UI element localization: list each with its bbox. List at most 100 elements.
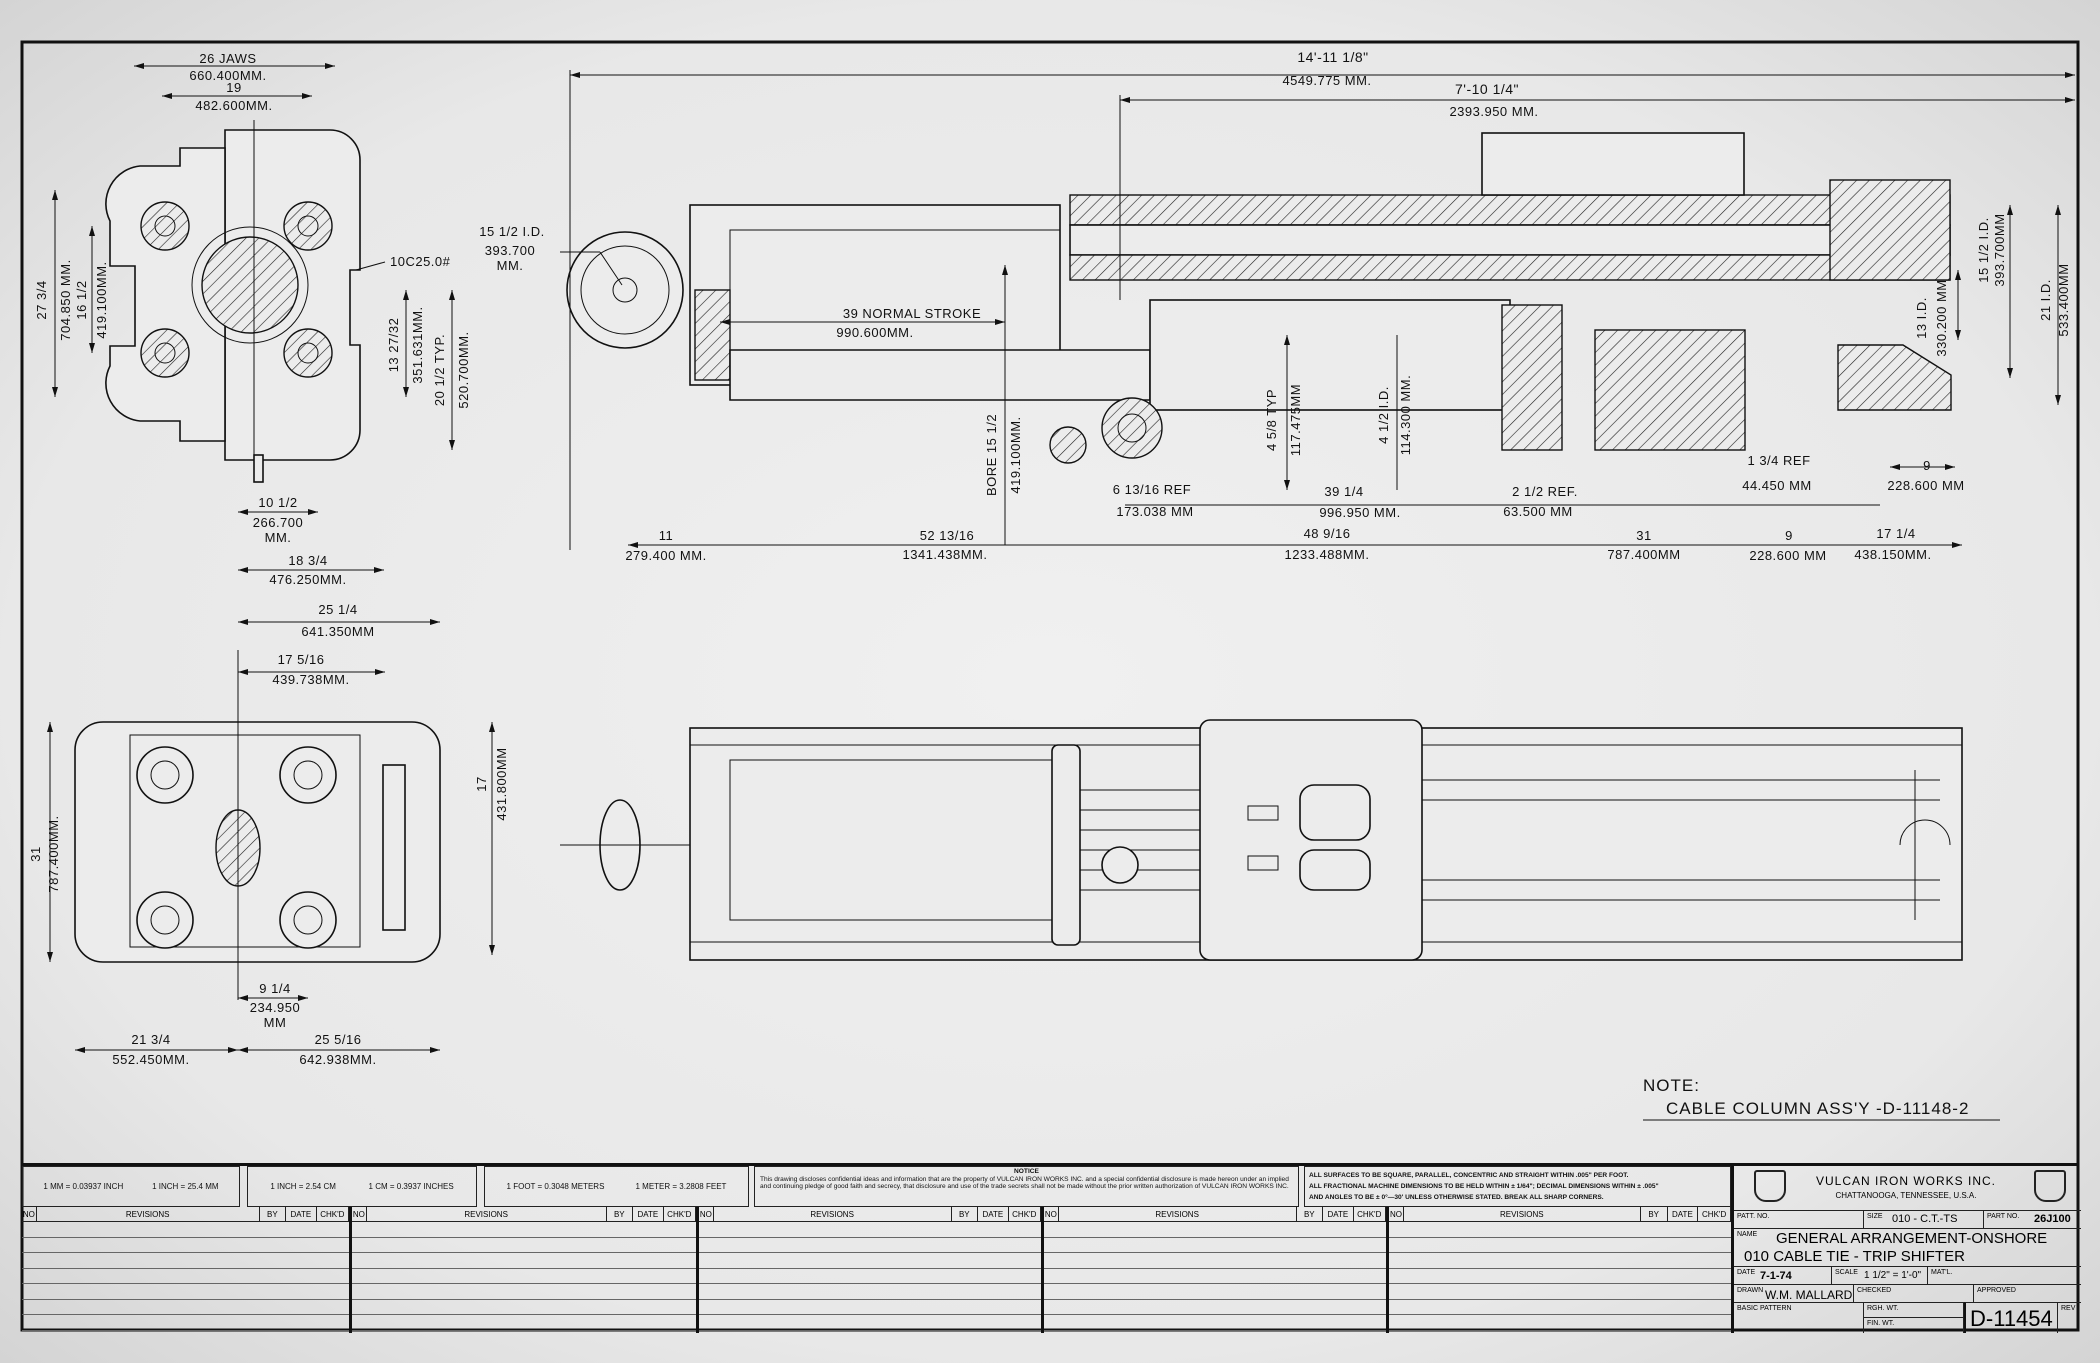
name-field: NAME GENERAL ARRANGEMENT-ONSHORE 010 CAB… <box>1734 1228 2081 1266</box>
tolerance-notes: ALL SURFACES TO BE SQUARE, PARALLEL, CON… <box>1304 1166 1731 1207</box>
dim-label: 16 1/2 <box>74 280 89 319</box>
dim-label: 10C25.0# <box>390 254 451 269</box>
dim-label: 117.475MM <box>1288 384 1303 456</box>
drawn-value: W.M. MALLARD <box>1765 1288 1853 1302</box>
col-no: NO <box>1389 1207 1404 1221</box>
scale-field: SCALE 1 1/2" = 1'-0" <box>1832 1266 1928 1284</box>
col-chkd: CHK'D <box>1698 1207 1731 1221</box>
conversion-text: 1 FOOT = 0.3048 METERS <box>506 1182 605 1191</box>
conversion-box: 1 MM = 0.03937 INCH 1 INCH = 25.4 MM <box>22 1166 240 1207</box>
dim-label: 19 <box>226 80 241 95</box>
notice-title: NOTICE <box>1014 1168 1039 1175</box>
material-field: MAT'L. <box>1928 1266 2081 1284</box>
dim-label: 14'-11 1/8" <box>1297 49 1368 65</box>
col-no: NO <box>352 1207 367 1221</box>
dim-label: 1 3/4 REF <box>1747 453 1810 468</box>
end-view: 26 JAWS 660.400MM. 19 482.600MM. 27 3/4 … <box>34 51 471 587</box>
rev-field: REV <box>2058 1302 2081 1333</box>
dim-label: 393.700 <box>485 243 536 258</box>
col-by: BY <box>952 1207 979 1221</box>
dim-label: 173.038 MM <box>1116 504 1193 519</box>
scale-label: SCALE <box>1835 1269 1858 1276</box>
dim-label: 2 1/2 REF. <box>1512 484 1578 499</box>
approved-field: APPROVED <box>1974 1284 2081 1302</box>
size-value: 010 - C.T.-TS <box>1892 1213 1958 1225</box>
part-no-label: PART NO. <box>1987 1213 2020 1220</box>
material-label: MAT'L. <box>1931 1269 1953 1276</box>
conversion-box: 1 INCH = 2.54 CM 1 CM = 0.3937 INCHES <box>247 1166 477 1207</box>
col-revisions: REVISIONS <box>367 1207 607 1221</box>
dim-label: 279.400 MM. <box>625 548 706 563</box>
dim-label: 520.700MM. <box>456 331 471 408</box>
conversion-text: 1 MM = 0.03937 INCH <box>43 1182 124 1191</box>
dim-label: 482.600MM. <box>195 98 272 113</box>
col-by: BY <box>260 1207 287 1221</box>
col-date: DATE <box>1323 1207 1354 1221</box>
part-no-value: 26J100 <box>2034 1213 2071 1225</box>
rgh-wt-field: RGH. WT. <box>1864 1302 1964 1317</box>
dim-label: MM. <box>497 258 524 273</box>
conversion-text: 1 INCH = 2.54 CM <box>270 1182 336 1191</box>
sheave-circles <box>136 746 337 949</box>
notice-box: NOTICE This drawing discloses confidenti… <box>754 1166 1299 1207</box>
col-chkd: CHK'D <box>317 1207 350 1221</box>
col-date: DATE <box>1668 1207 1699 1221</box>
dim-label: 330.200 MM <box>1934 279 1949 356</box>
drawn-label: DRAWN <box>1737 1287 1764 1294</box>
col-no: NO <box>22 1207 37 1221</box>
dim-label: 704.850 MM. <box>58 259 73 340</box>
dim-label: 641.350MM <box>301 624 374 639</box>
revisions-table: NO REVISIONS BY DATE CHK'D <box>699 1207 1044 1333</box>
checked-field: CHECKED <box>1854 1284 1974 1302</box>
title-block: VULCAN IRON WORKS INC. CHATTANOOGA, TENN… <box>1731 1166 2081 1333</box>
col-date: DATE <box>978 1207 1009 1221</box>
checked-label: CHECKED <box>1857 1287 1892 1294</box>
revisions-table: NO REVISIONS BY DATE CHK'D <box>352 1207 699 1333</box>
dim-label: 31 <box>1636 528 1651 543</box>
dim-label: 228.600 MM <box>1887 478 1964 493</box>
tolerance-line: AND ANGLES TO BE ± 0°—30' UNLESS OTHERWI… <box>1309 1194 1604 1201</box>
rgh-wt-label: RGH. WT. <box>1867 1305 1899 1312</box>
patt-no-label: PATT. NO. <box>1737 1213 1770 1220</box>
dim-label: 17 5/16 <box>278 652 325 667</box>
dim-label: 4 1/2 I.D. <box>1376 386 1391 444</box>
dim-label: 13 I.D. <box>1914 297 1929 339</box>
dim-label: 9 1/4 <box>259 981 290 996</box>
dim-label: 44.450 MM <box>1742 478 1812 493</box>
company-name: VULCAN IRON WORKS INC. <box>1815 1174 1996 1188</box>
dim-label: 476.250MM. <box>269 572 346 587</box>
dim-label: 438.150MM. <box>1854 547 1931 562</box>
conversion-text: 1 METER = 3.2808 FEET <box>635 1182 727 1191</box>
dim-label: 419.100MM. <box>94 261 109 338</box>
dim-label: 7'-10 1/4" <box>1455 81 1519 97</box>
tolerance-line: ALL FRACTIONAL MACHINE DIMENSIONS TO BE … <box>1309 1183 1659 1190</box>
revisions-table: NO REVISIONS BY DATE CHK'D <box>1044 1207 1389 1333</box>
col-chkd: CHK'D <box>1354 1207 1386 1221</box>
dim-label: 10 1/2 <box>258 495 297 510</box>
dim-label: BORE 15 1/2 <box>984 414 999 496</box>
patt-no-field: PATT. NO. <box>1734 1210 1864 1228</box>
fin-wt-label: FIN. WT. <box>1867 1320 1895 1327</box>
dim-label: 552.450MM. <box>112 1052 189 1067</box>
plan-end-view: 25 1/4 641.350MM 17 5/16 439.738MM. 17 4… <box>28 602 509 1067</box>
col-revisions: REVISIONS <box>37 1207 260 1221</box>
dim-label: MM. <box>265 530 292 545</box>
revisions-header: NO REVISIONS BY DATE CHK'D <box>699 1207 1041 1222</box>
dim-label: 419.100MM. <box>1008 416 1023 493</box>
dim-label: 228.600 MM <box>1749 548 1826 563</box>
drawing-number: D-11454 <box>1970 1306 2053 1331</box>
dim-label: 63.500 MM <box>1503 504 1573 519</box>
col-date: DATE <box>286 1207 317 1221</box>
date-label: DATE <box>1737 1269 1756 1276</box>
bolt-circles <box>140 201 333 378</box>
col-no: NO <box>699 1207 714 1221</box>
dim-label: 17 <box>474 776 489 791</box>
approved-label: APPROVED <box>1977 1287 2016 1294</box>
dim-label: 439.738MM. <box>272 672 349 687</box>
dim-label: 26 JAWS <box>199 51 256 66</box>
revisions-table: NO REVISIONS BY DATE CHK'D <box>22 1207 352 1333</box>
scale-value: 1 1/2" = 1'-0" <box>1864 1270 1922 1281</box>
dim-label: 39 1/4 <box>1324 484 1363 499</box>
dim-label: 25 1/4 <box>318 602 357 617</box>
